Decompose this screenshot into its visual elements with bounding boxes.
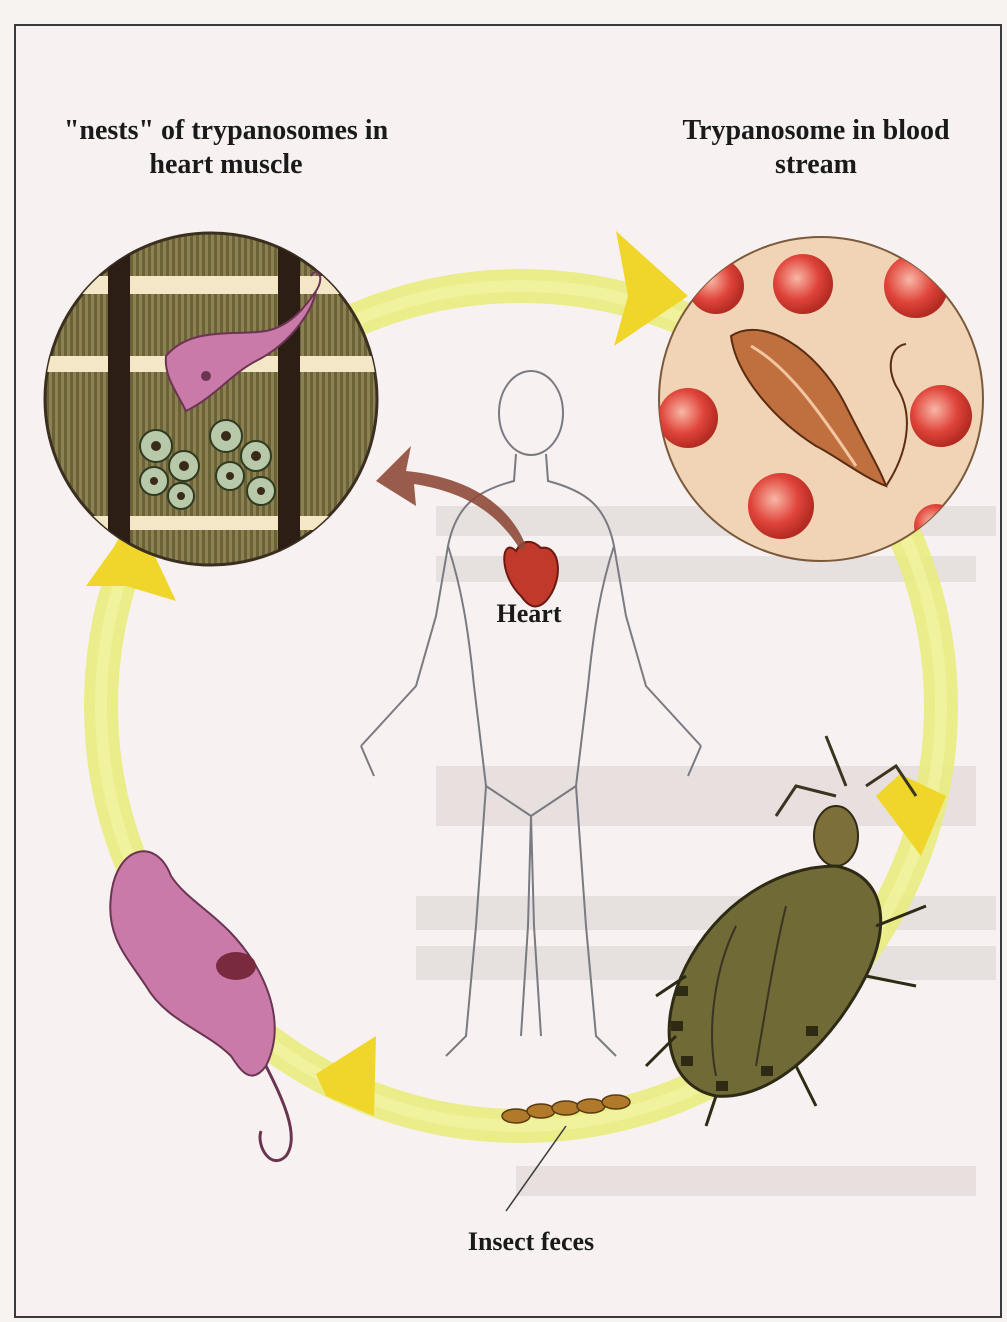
label-heart: Heart [474,598,584,630]
label-nests: "nests" of trypanosomes in heart muscle [56,114,396,182]
label-feces: Insect feces [421,1226,641,1258]
diagram-frame: "nests" of trypanosomes in heart muscle … [14,24,1002,1318]
heart-muscle-circle [36,226,396,576]
label-bloodstream: Trypanosome in blood stream [666,114,966,182]
bloodstream-circle [658,237,983,561]
trypanosome-icon [110,851,291,1160]
life-cycle-diagram [16,26,1002,1318]
